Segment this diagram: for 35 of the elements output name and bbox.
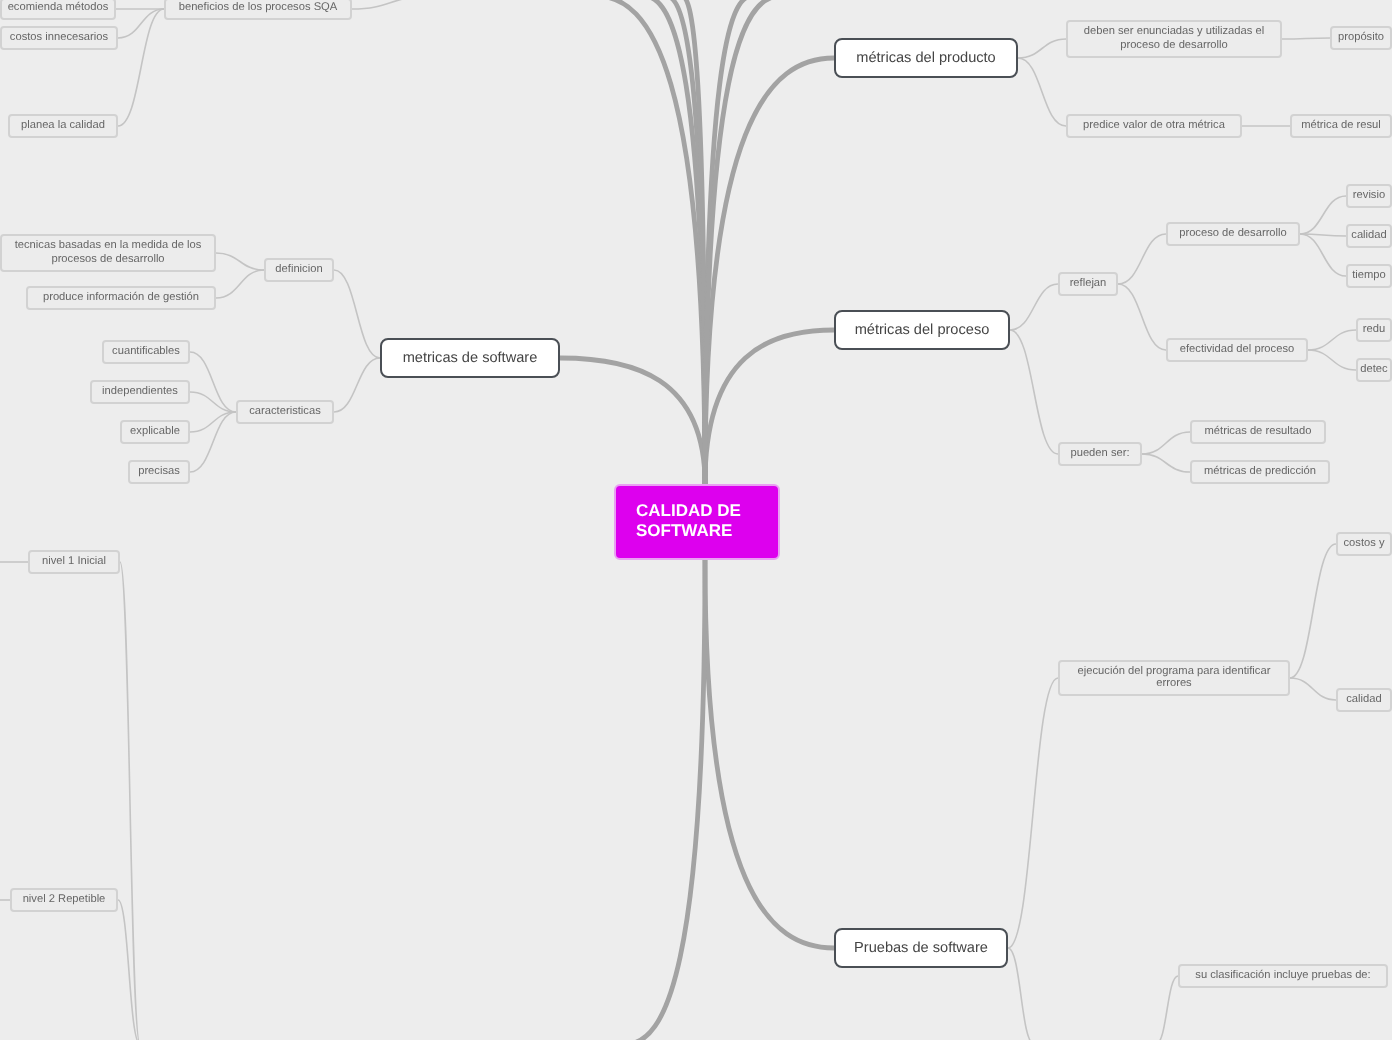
connector-line	[189, 391, 237, 413]
connector-line	[1141, 453, 1191, 473]
connector-line	[1281, 37, 1331, 40]
connector-line	[1299, 233, 1347, 237]
connector-line	[1117, 233, 1167, 285]
central-topic: CALIDAD DE SOFTWARE	[614, 484, 780, 560]
connector-line	[1155, 975, 1179, 1040]
connector-line	[1141, 431, 1191, 455]
connector-line	[559, 355, 708, 485]
connector-line	[117, 8, 165, 127]
connector-line	[333, 269, 381, 359]
connector-line	[1299, 233, 1347, 277]
connector-line	[215, 252, 265, 271]
connector-line	[1007, 947, 1035, 1040]
connector-line	[1289, 543, 1337, 679]
connector-line	[189, 411, 237, 433]
connector-line	[1307, 349, 1357, 371]
connector-line	[333, 357, 381, 413]
connector-line	[0, 899, 11, 901]
connector-line	[1289, 677, 1337, 701]
connector-line	[119, 561, 141, 1040]
connector-line	[0, 561, 29, 563]
connector-line	[1307, 329, 1357, 351]
connector-line	[1007, 677, 1059, 949]
connector-line	[1009, 329, 1059, 455]
connector-line	[189, 351, 237, 413]
connector-line	[117, 8, 165, 39]
connector-line	[1117, 283, 1167, 351]
connector-line	[1017, 57, 1067, 127]
connector-line	[1009, 283, 1059, 331]
connector-line	[1299, 195, 1347, 235]
connector-line	[215, 269, 265, 299]
connector-line	[189, 411, 237, 473]
connector-line	[1017, 38, 1067, 59]
connector-line	[117, 899, 141, 1040]
